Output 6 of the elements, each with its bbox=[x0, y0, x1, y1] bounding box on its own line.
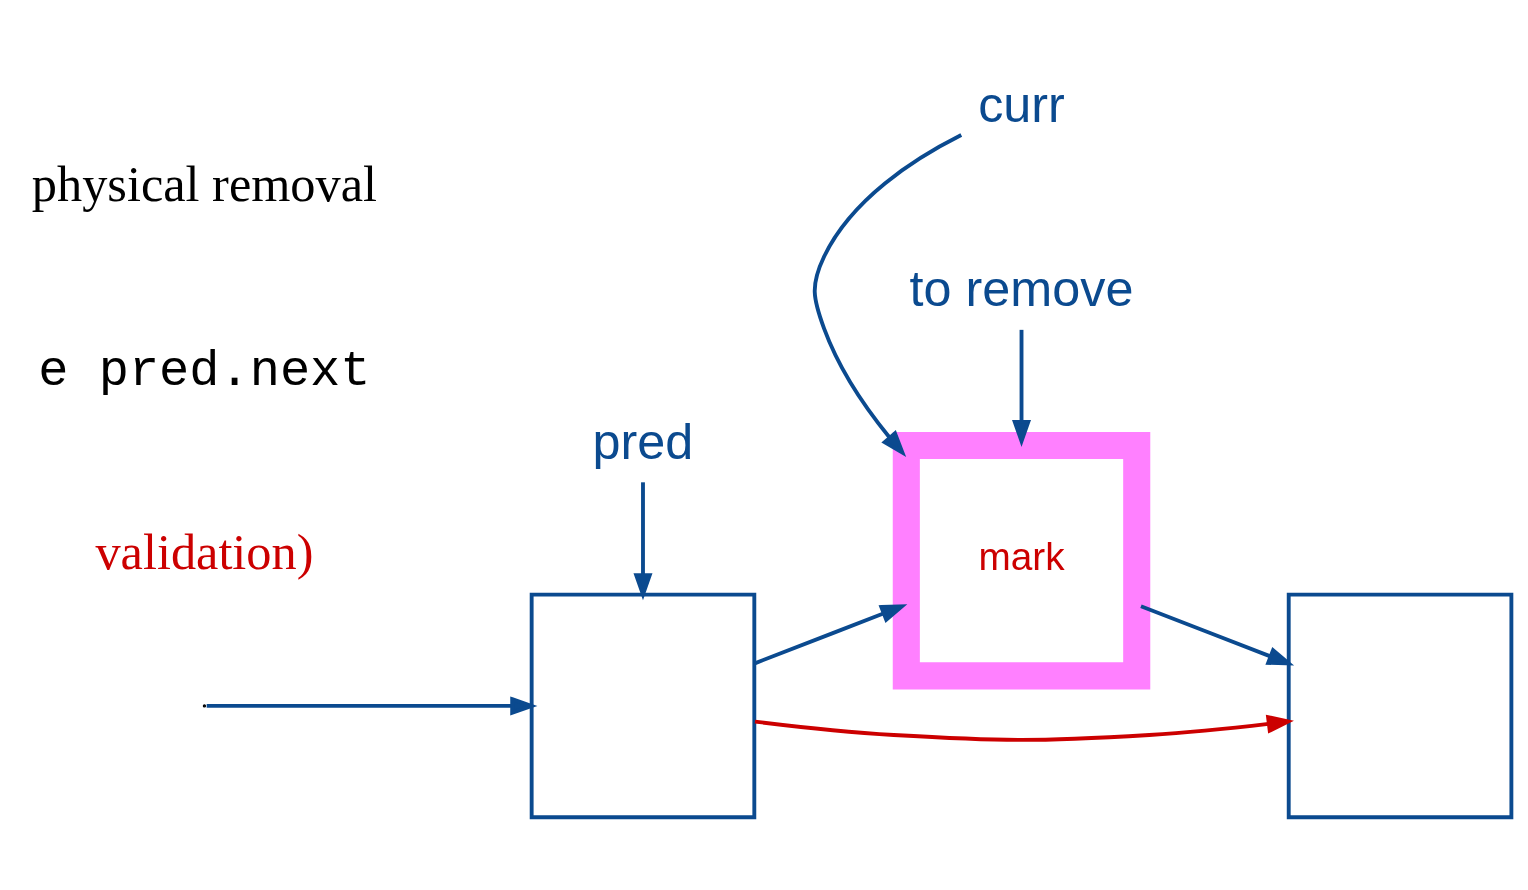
label: physical removal bbox=[31, 155, 378, 212]
node-text: curr bbox=[978, 75, 1065, 133]
label: e pred.next bbox=[38, 342, 371, 400]
node-text: to remove bbox=[909, 259, 1134, 317]
label: validation) bbox=[95, 523, 314, 580]
node-text: pred bbox=[592, 412, 694, 470]
